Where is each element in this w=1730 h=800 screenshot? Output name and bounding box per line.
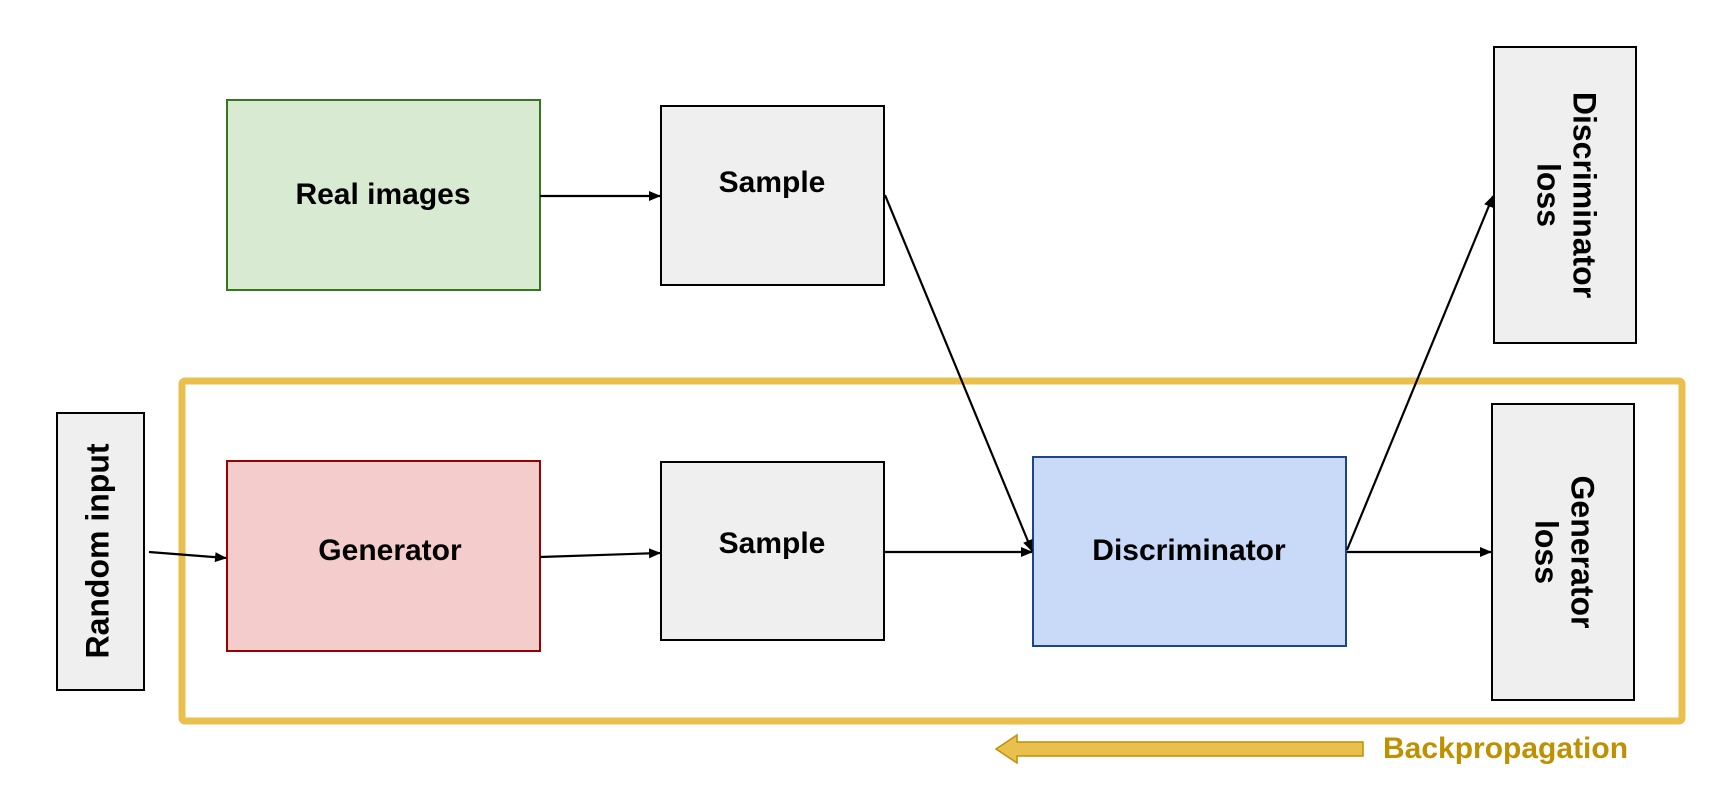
backpropagation-arrow bbox=[994, 733, 1364, 765]
sample-bottom-node: Sample bbox=[660, 461, 885, 641]
backpropagation-label: Backpropagation bbox=[1383, 732, 1628, 765]
arrow-sample-top-to-discriminator bbox=[883, 194, 1034, 552]
discriminator-loss-label-line2: loss bbox=[1531, 163, 1567, 227]
random-input-node: Random input bbox=[56, 412, 145, 691]
sample-top-node: Sample bbox=[660, 105, 885, 286]
generator-loss-node: Generator loss bbox=[1491, 403, 1635, 701]
arrow-generator-to-sample bbox=[539, 548, 661, 559]
arrow-random-input-to-generator bbox=[148, 550, 227, 563]
discriminator-label: Discriminator bbox=[1092, 534, 1286, 567]
discriminator-node: Discriminator bbox=[1032, 456, 1347, 647]
generator-loss-label-line1: Generator bbox=[1565, 476, 1601, 629]
real-images-label: Real images bbox=[295, 178, 470, 211]
generator-loss-label-line2: loss bbox=[1529, 520, 1565, 584]
sample-bottom-label: Sample bbox=[719, 527, 826, 560]
backpropagation-region bbox=[178, 377, 1686, 725]
discriminator-loss-node: Discriminator loss bbox=[1493, 46, 1637, 344]
generator-label: Generator bbox=[318, 534, 462, 567]
discriminator-loss-label-line1: Discriminator bbox=[1567, 92, 1603, 298]
arrow-discriminator-to-discriminator-loss bbox=[1345, 195, 1495, 551]
sample-top-label: Sample bbox=[719, 166, 826, 199]
random-input-label: Random input bbox=[79, 443, 115, 658]
generator-node: Generator bbox=[226, 460, 541, 652]
real-images-node: Real images bbox=[226, 99, 541, 291]
